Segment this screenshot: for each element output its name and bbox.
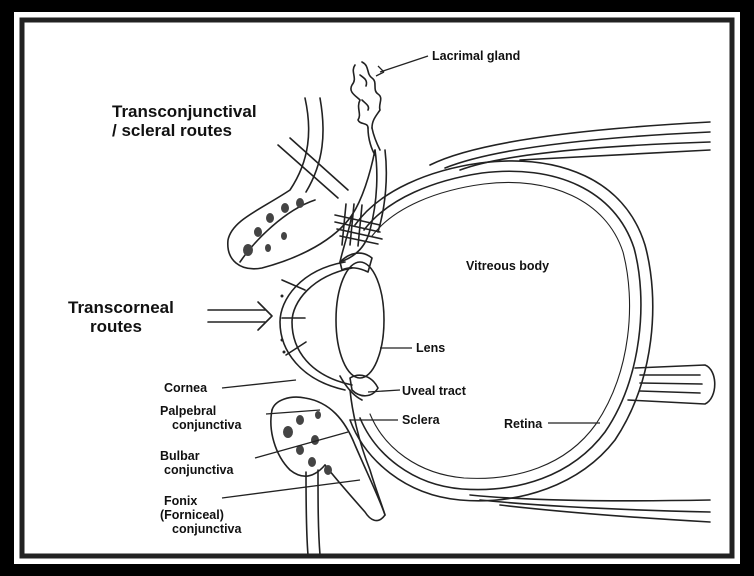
label-fornix-line3: conjunctiva <box>164 522 241 536</box>
label-fornix-conjunctiva: Fonix (Forniceal) conjunctiva <box>164 494 241 536</box>
label-lacrimal-gland: Lacrimal gland <box>432 49 520 63</box>
label-transcorneal: Transcorneal routes <box>68 298 174 336</box>
white-inner-frame <box>14 12 740 564</box>
label-transcorneal-line1: Transcorneal <box>68 298 174 317</box>
label-palpebral-conjunctiva: Palpebral conjunctiva <box>160 404 241 432</box>
label-transcorneal-line2: routes <box>68 317 174 336</box>
label-fornix-line1: Fonix <box>164 494 241 508</box>
label-palpebral-line1: Palpebral <box>160 404 241 418</box>
label-palpebral-line2: conjunctiva <box>160 418 241 432</box>
label-lens: Lens <box>416 341 445 355</box>
label-bulbar-line2: conjunctiva <box>160 463 233 477</box>
label-uveal-tract: Uveal tract <box>402 384 466 398</box>
label-transconjunctival: Transconjunctival / scleral routes <box>112 102 257 140</box>
label-sclera: Sclera <box>402 413 440 427</box>
label-fornix-line2: (Forniceal) <box>160 508 241 522</box>
label-cornea: Cornea <box>164 381 207 395</box>
label-retina: Retina <box>504 417 542 431</box>
label-bulbar-line1: Bulbar <box>160 449 233 463</box>
label-vitreous-body: Vitreous body <box>466 259 549 273</box>
label-transconjunctival-line1: Transconjunctival <box>112 102 257 121</box>
label-bulbar-conjunctiva: Bulbar conjunctiva <box>160 449 233 477</box>
label-transconjunctival-line2: / scleral routes <box>112 121 257 140</box>
